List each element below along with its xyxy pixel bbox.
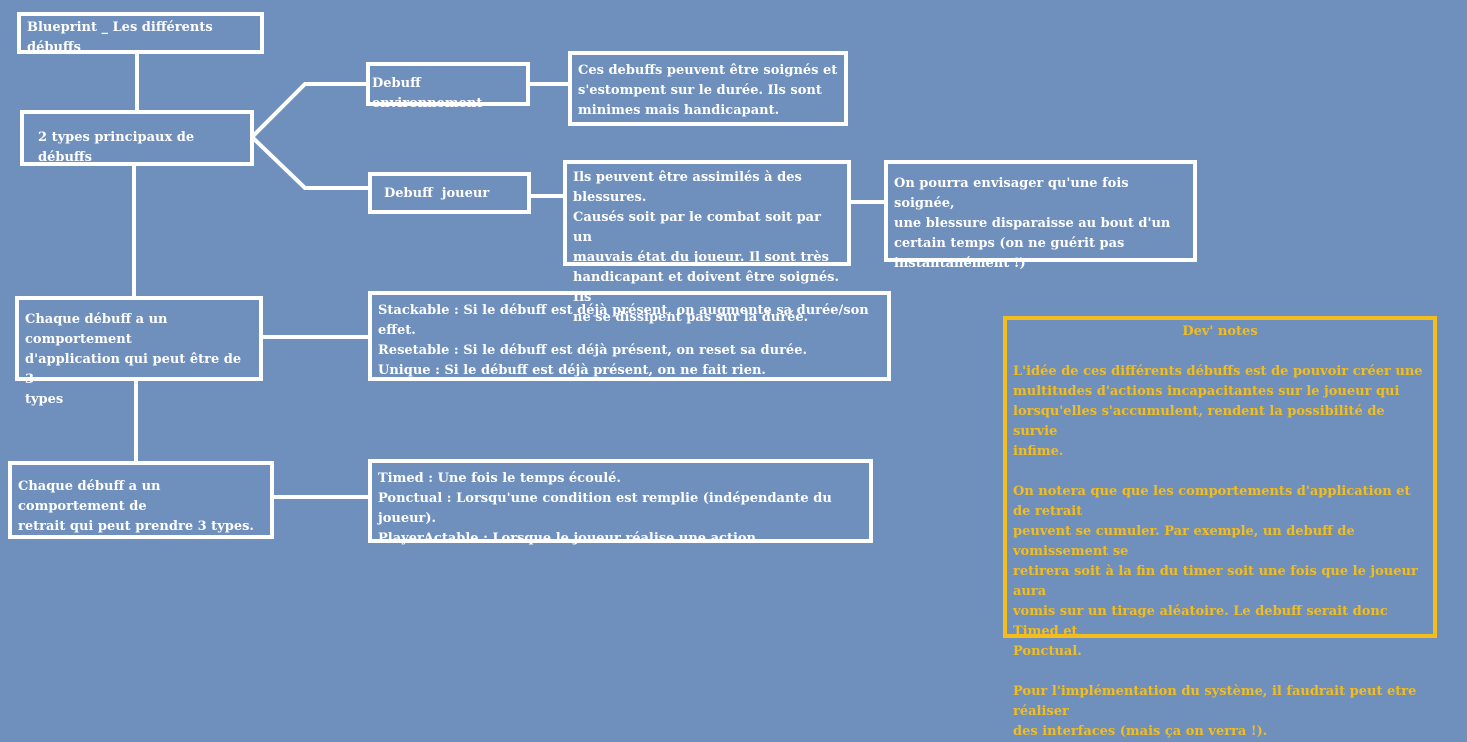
connector-lines xyxy=(132,52,886,499)
dev-notes-line: vomis sur un tirage aléatoire. Le debuff… xyxy=(1013,604,1388,639)
dev-notes-line: Ponctual. xyxy=(1013,644,1082,659)
retrait-type-line: Ponctual : Lorsqu'une condition est remp… xyxy=(378,491,832,526)
dev-notes-line: multitudes d'actions incapacitantes sur … xyxy=(1013,384,1400,399)
dev-notes-line: lorsqu'elles s'accumulent, rendent la po… xyxy=(1013,404,1385,439)
env-debuff-label: Debuff environnement xyxy=(372,76,483,111)
main-types-box: 2 types principaux de débuffs xyxy=(20,110,254,166)
dev-notes-line: L'idée de ces différents débuffs est de … xyxy=(1013,364,1423,379)
connector-main-env xyxy=(250,82,370,139)
env-debuff-box: Debuff environnement xyxy=(366,62,530,111)
player-desc-line: Causés soit par le combat soit par un xyxy=(573,210,821,245)
player-note-line: On pourra envisager qu'une fois soignée, xyxy=(894,176,1129,211)
application-type-line: Unique : Si le débuff est déjà présent, … xyxy=(378,363,766,378)
title-text: Blueprint _ Les différents débuffs xyxy=(27,20,213,55)
title-box: Blueprint _ Les différents débuffs xyxy=(17,12,264,55)
player-desc-line: mauvais état du joueur. Il sont très xyxy=(573,250,829,265)
retrait-types-box: Timed : Une fois le temps écoulé. Ponctu… xyxy=(368,459,873,546)
player-note-box: On pourra envisager qu'une fois soignée,… xyxy=(884,160,1197,271)
retrait-type-line: PlayerActable : Lorsque le joueur réalis… xyxy=(378,531,761,546)
dev-notes-line: peuvent se cumuler. Par exemple, un debu… xyxy=(1013,524,1355,559)
application-label-line: d'application qui peut être de 3 xyxy=(25,352,242,387)
dev-notes-line: des interfaces (mais ça on verra !). xyxy=(1013,724,1268,739)
player-debuff-label: Debuff joueur xyxy=(384,186,490,201)
application-label-line: Chaque débuff a un comportement xyxy=(25,312,168,347)
env-desc-line: Ces debuffs peuvent être soignés et xyxy=(578,63,838,78)
retrait-type-line: Timed : Une fois le temps écoulé. xyxy=(378,471,621,486)
dev-notes-line: On notera que que les comportements d'ap… xyxy=(1013,484,1411,519)
dev-notes-box: Dev' notes L'idée de ces différents débu… xyxy=(1003,316,1437,739)
dev-notes-line: Pour l'implémentation du système, il fau… xyxy=(1013,684,1417,719)
application-label-line: types xyxy=(25,392,64,407)
dev-notes-line: infime. xyxy=(1013,444,1064,459)
dev-notes-title: Dev' notes xyxy=(1182,324,1258,339)
player-note-line: instantanément !) xyxy=(894,256,1026,271)
env-debuff-desc-box: Ces debuffs peuvent être soignés et s'es… xyxy=(568,51,848,126)
connector-main-player xyxy=(250,135,370,190)
player-note-line: certain temps (on ne guérit pas xyxy=(894,236,1125,251)
dev-notes-line: retirera soit à la fin du timer soit une… xyxy=(1013,564,1418,599)
env-desc-line: minimes mais handicapant. xyxy=(578,103,780,118)
retrait-label-line: Chaque débuff a un comportement de xyxy=(18,479,161,514)
application-types-box: Stackable : Si le débuff est déjà présen… xyxy=(368,291,891,381)
application-type-line: Resetable : Si le débuff est déjà présen… xyxy=(378,343,807,358)
player-desc-line: ne se dissipent pas sur la durée. xyxy=(573,310,809,325)
retrait-box: Chaque débuff a un comportement de retra… xyxy=(8,461,274,539)
application-box: Chaque débuff a un comportement d'applic… xyxy=(15,296,263,407)
player-debuff-desc-box: Ils peuvent être assimilés à des blessur… xyxy=(563,160,851,325)
main-types-text: 2 types principaux de débuffs xyxy=(38,130,195,165)
player-debuff-box: Debuff joueur xyxy=(368,172,531,214)
application-type-line: Stackable : Si le débuff est déjà présen… xyxy=(378,303,869,338)
player-note-line: une blessure disparaisse au bout d'un xyxy=(894,216,1171,231)
player-desc-line: Ils peuvent être assimilés à des blessur… xyxy=(573,170,802,205)
retrait-label-line: retrait qui peut prendre 3 types. xyxy=(18,519,254,534)
env-desc-line: s'estompent sur le durée. Ils sont xyxy=(578,83,822,98)
